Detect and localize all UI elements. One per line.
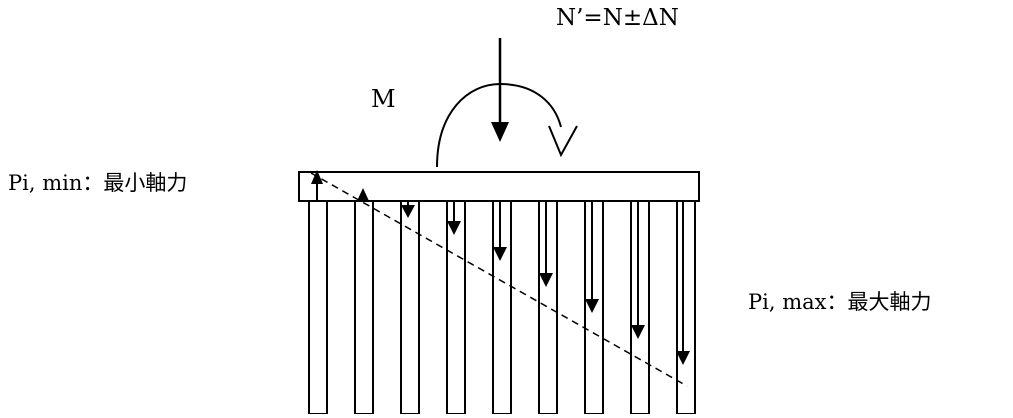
pile-5 [492, 200, 512, 415]
pile-5-arrow-icon [493, 247, 507, 261]
pile-4-arrow-icon [447, 221, 461, 235]
moment-arrow-icon [548, 125, 578, 158]
pile-1 [308, 200, 328, 415]
pile-7-arrow-icon [585, 299, 599, 313]
pile-4 [446, 200, 466, 415]
pile-8-arrow-icon [631, 325, 645, 339]
pile-1-arrow-icon [311, 170, 323, 184]
pile-6-arrow-icon [539, 273, 553, 287]
max-axial-force-label: Pi, max：最大軸力 [748, 290, 932, 314]
moment-label: M [371, 85, 396, 113]
pile-2 [354, 200, 374, 415]
force-distribution-line [310, 172, 688, 387]
pile-force-arrows [311, 170, 690, 365]
pile-2-arrow-icon [357, 188, 369, 201]
moment-arc [436, 82, 562, 168]
min-axial-force-label: Pi, min：最小軸力 [8, 171, 188, 195]
pile-9-arrow-icon [676, 351, 690, 365]
axial-load-arrow [491, 122, 509, 142]
pile-6 [538, 200, 558, 415]
pile-3-arrow-icon [401, 205, 415, 218]
pile-cap [298, 171, 700, 202]
pile-8 [630, 200, 650, 415]
axial-load-label: N’=N±ΔN [556, 5, 679, 31]
